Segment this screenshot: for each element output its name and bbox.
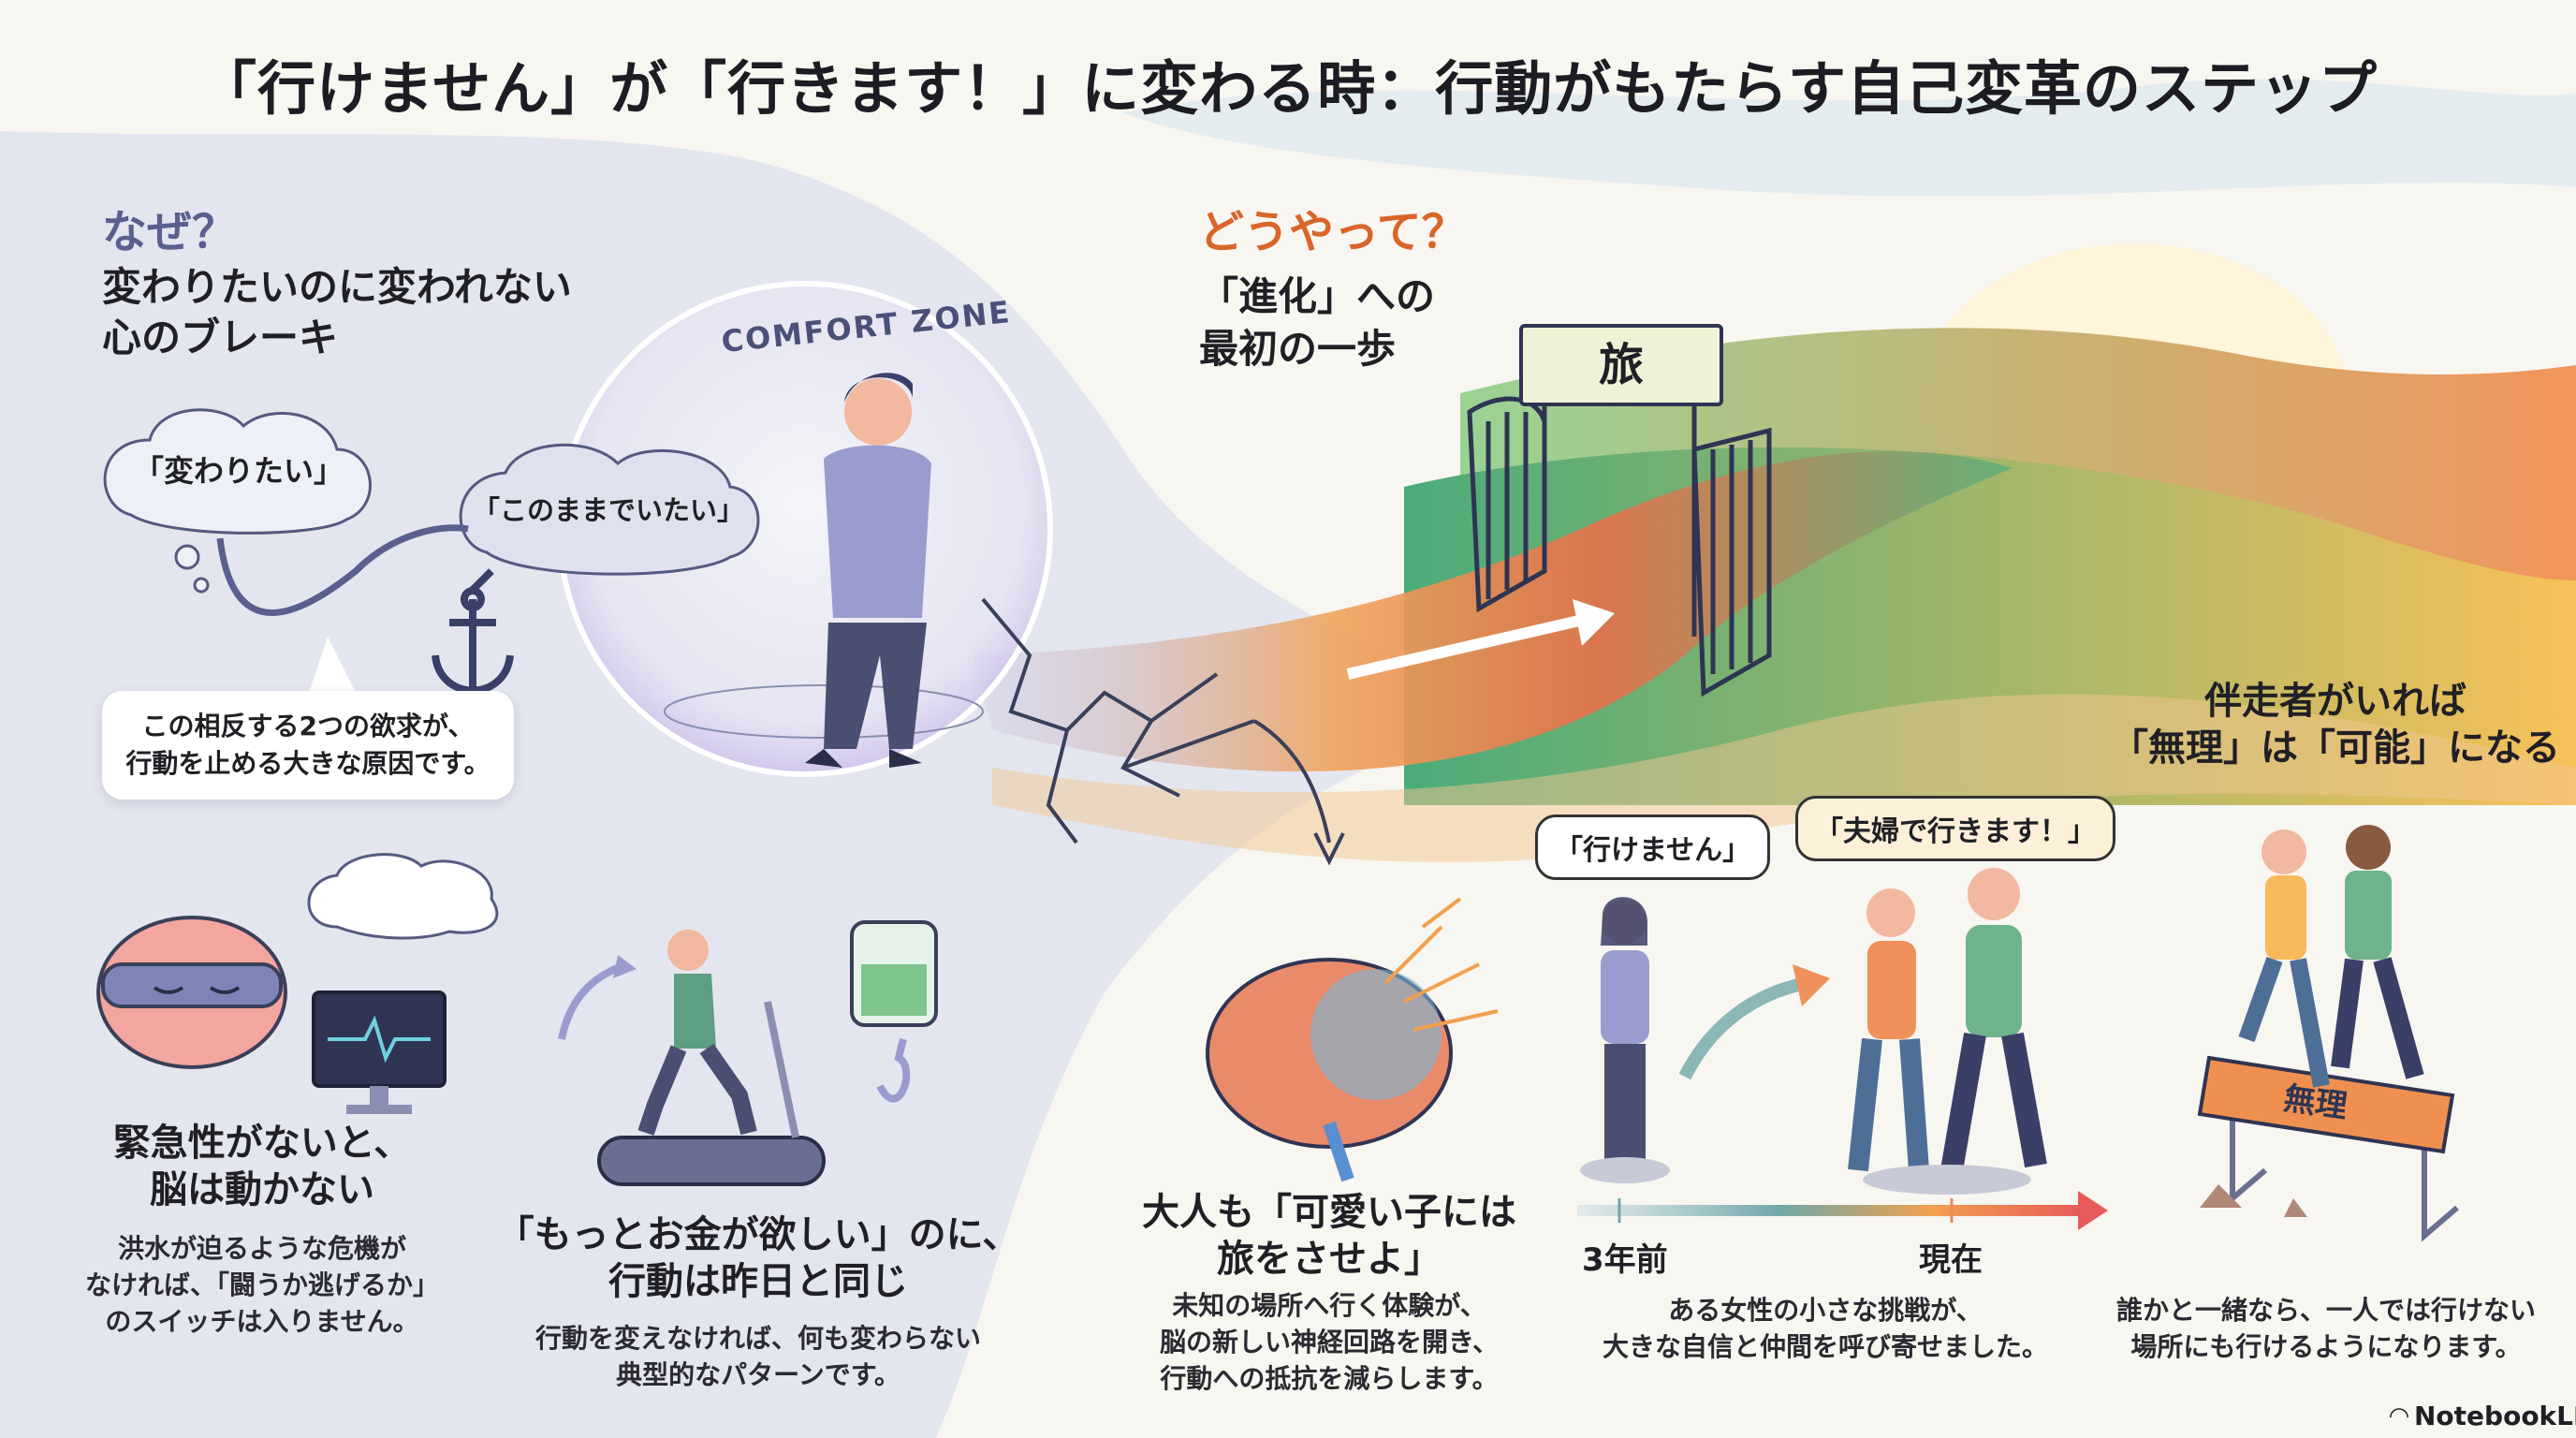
partner-body: 誰かと一緒なら、一人では行けない 場所にも行けるようになります。 bbox=[2097, 1292, 2555, 1365]
why-callout: この相反する2つの欲求が、 行動を止める大きな原因です。 bbox=[102, 691, 514, 800]
urgency-body-line1: 洪水が迫るような危機が bbox=[117, 1233, 406, 1264]
why-heading-line1: 変わりたいのに変われない bbox=[102, 264, 572, 310]
partner-body-line1: 誰かと一緒なら、一人では行けない bbox=[2115, 1295, 2536, 1326]
urgency-body: 洪水が迫るような危機が なければ、「闘うか逃げるか」 のスイッチは入りません。 bbox=[37, 1230, 487, 1340]
gate-sign: 旅 bbox=[1519, 324, 1723, 406]
money-heading-line1: 「もっとお金が欲しい」のに、 bbox=[496, 1213, 1020, 1256]
money-jar-icon bbox=[850, 920, 938, 1027]
thought-cloud-icon bbox=[307, 853, 499, 940]
timeline-end-label: 現在 bbox=[1919, 1241, 1983, 1279]
sleeping-brain-icon bbox=[96, 916, 287, 1069]
treadmill-runner-icon bbox=[558, 930, 911, 1186]
timeline-start-label: 3年前 bbox=[1582, 1241, 1668, 1279]
speech-bubble-before: 「行けません」 bbox=[1535, 814, 1771, 880]
partner-heading: 伴走者がいれば 「無理」は「可能」になる bbox=[2106, 678, 2565, 771]
woman-alone-figure bbox=[1580, 897, 1670, 1183]
hurdle-label: 無理 bbox=[2281, 1079, 2349, 1126]
couple-figure bbox=[1848, 868, 2047, 1195]
why-question: なぜ？ bbox=[102, 206, 238, 258]
anchor-icon bbox=[432, 568, 514, 695]
partner-heading-line1: 伴走者がいれば bbox=[2204, 680, 2466, 723]
running-pair-figure bbox=[2238, 825, 2424, 1088]
notebooklm-icon: ◠ bbox=[2390, 1401, 2408, 1431]
urgency-body-line2: なければ、「闘うか逃げるか」 bbox=[84, 1269, 439, 1300]
travel-gate-icon bbox=[1467, 396, 1772, 697]
travel-heading: 大人も「可愛い子には 旅をさせよ」 bbox=[1123, 1189, 1535, 1283]
urgency-body-line3: のスイッチは入りません。 bbox=[105, 1306, 419, 1337]
speech-bubble-after: 「夫婦で行きます！」 bbox=[1795, 796, 2115, 861]
why-callout-line1: この相反する2つの欲求が、 bbox=[141, 711, 475, 741]
cloud-stay-same-text: 「このままでいたい」 bbox=[472, 494, 744, 526]
travel-heading-line2: 旅をさせよ」 bbox=[1217, 1238, 1442, 1281]
hurdle-icon bbox=[2197, 1055, 2459, 1242]
how-question: どうやって？ bbox=[1199, 206, 1467, 258]
travel-body-line3: 行動への抵抗を減らします。 bbox=[1160, 1363, 1499, 1394]
why-callout-line2: 行動を止める大きな原因です。 bbox=[125, 748, 490, 779]
page-title: 「行けません」が「行きます！」に変わる時：行動がもたらす自己変革のステップ bbox=[198, 54, 2378, 123]
glowing-brain-icon bbox=[1206, 897, 1499, 1182]
money-body: 行動を変えなければ、何も変わらない 典型的なパターンです。 bbox=[477, 1320, 1039, 1393]
branding-text: NotebookLM bbox=[2414, 1401, 2576, 1431]
partner-heading-line2: 「無理」は「可能」になる bbox=[2111, 726, 2560, 770]
cloud-want-change-text: 「変わりたい」 bbox=[133, 453, 344, 489]
story-body: ある女性の小さな挑戦が、 大きな自信と仲間を呼び寄せました。 bbox=[1591, 1292, 2059, 1365]
urgency-heading: 緊急性がないと、 脳は動かない bbox=[56, 1120, 468, 1213]
money-body-line1: 行動を変えなければ、何も変わらない bbox=[534, 1323, 981, 1354]
how-heading-line1: 「進化」への bbox=[1199, 273, 1436, 319]
money-body-line2: 典型的なパターンです。 bbox=[616, 1359, 900, 1390]
cloud-want-change bbox=[103, 408, 372, 535]
travel-body-line1: 未知の場所へ行く体験が、 bbox=[1172, 1290, 1486, 1321]
money-heading: 「もっとお金が欲しい」のに、 行動は昨日と同じ bbox=[477, 1211, 1039, 1305]
urgency-heading-line1: 緊急性がないと、 bbox=[112, 1122, 412, 1165]
flatline-monitor-icon bbox=[312, 990, 446, 1114]
money-heading-line2: 行動は昨日と同じ bbox=[608, 1260, 908, 1303]
story-body-line1: ある女性の小さな挑戦が、 bbox=[1668, 1295, 1983, 1326]
travel-heading-line1: 大人も「可愛い子には bbox=[1142, 1191, 1516, 1234]
story-body-line2: 大きな自信と仲間を呼び寄せました。 bbox=[1602, 1331, 2048, 1362]
notebooklm-logo: ◠ NotebookLM bbox=[2390, 1401, 2576, 1431]
how-heading-line2: 最初の一歩 bbox=[1199, 326, 1397, 372]
travel-body-line2: 脳の新しい神経回路を開き、 bbox=[1159, 1327, 1500, 1357]
urgency-heading-line2: 脳は動かない bbox=[150, 1168, 374, 1211]
stressed-man-figure bbox=[805, 373, 931, 768]
cloud-stay-same bbox=[459, 443, 760, 576]
partner-body-line2: 場所にも行けるようになります。 bbox=[2130, 1331, 2522, 1362]
travel-body: 未知の場所へ行く体験が、 脳の新しい神経回路を開き、 行動への抵抗を減らします。 bbox=[1123, 1287, 1535, 1397]
why-heading-line2: 心のブレーキ bbox=[102, 315, 339, 360]
